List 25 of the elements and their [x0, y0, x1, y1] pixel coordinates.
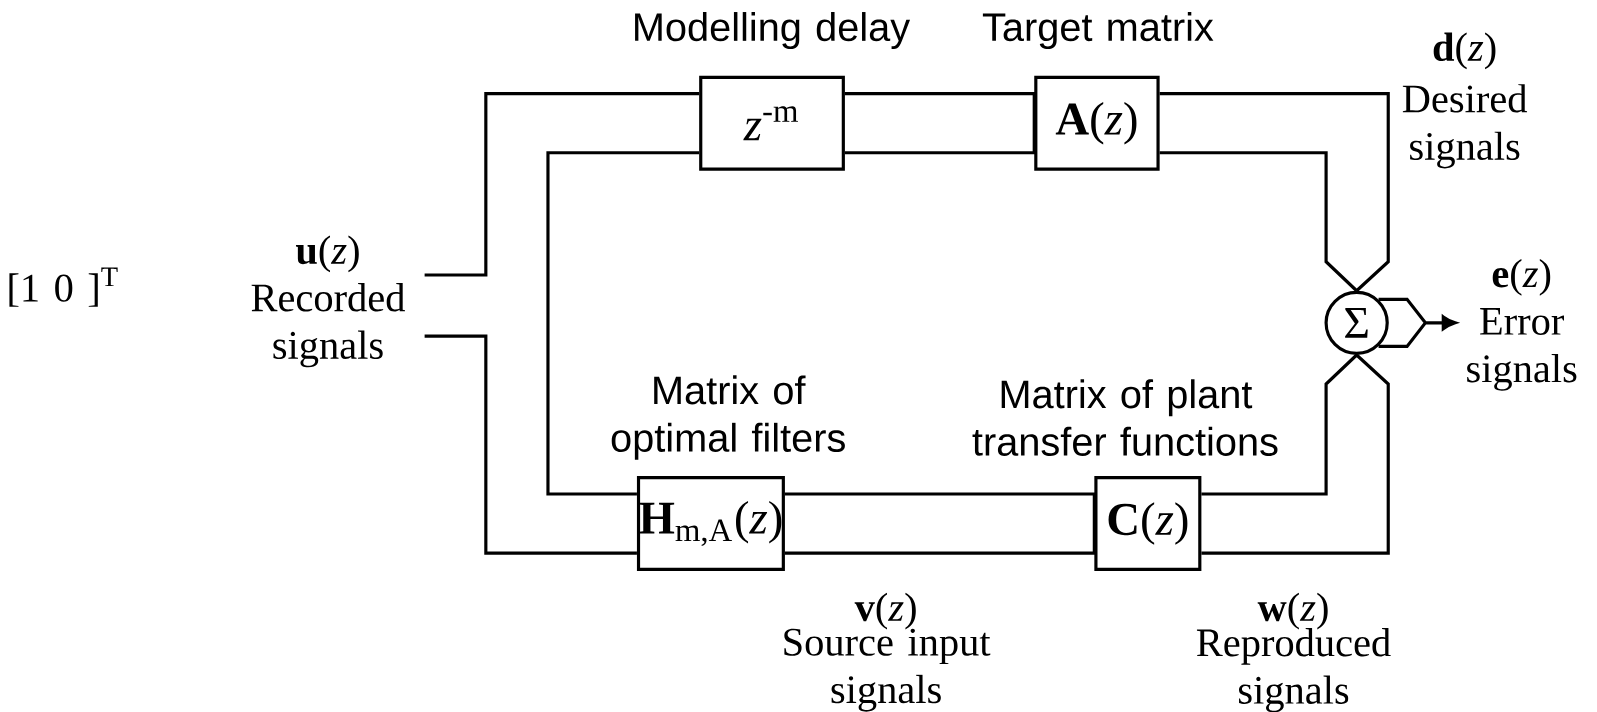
signal-arrow	[1377, 297, 1457, 348]
signal-bus	[546, 151, 700, 496]
signal-label: [1 0 ]$^{T}$	[9, 267, 118, 307]
block-box: C(z)	[1094, 476, 1202, 571]
signal-label: d(z)	[1433, 32, 1496, 70]
signal-label: Reproduced signals	[1196, 628, 1391, 712]
signal-label: v(z)	[854, 592, 916, 630]
block-box: z$^{-m}$	[699, 75, 845, 171]
signal-label: e(z) Error signals	[1467, 259, 1577, 391]
block-caption: Modelling delay	[635, 12, 911, 50]
block-caption: Matrix of plant transfer functions	[972, 379, 1278, 456]
signal-bus	[424, 334, 637, 555]
block-box: H$_{m,A}$(z)	[636, 476, 785, 571]
signal-label: Source input signals	[784, 628, 991, 712]
summing-junction: Σ	[1324, 290, 1389, 356]
signal-label: Desired signals	[1402, 84, 1528, 169]
signal-bus	[783, 492, 1096, 555]
signal-bus	[1158, 92, 1390, 293]
block-box: A(z)	[1034, 75, 1160, 171]
signal-bus	[424, 92, 700, 277]
block-caption: Target matrix	[982, 12, 1214, 50]
signal-bus	[1199, 353, 1390, 555]
signal-bus	[843, 92, 1036, 155]
block-caption: Matrix of optimal filters	[611, 375, 845, 460]
signal-label: u(z) Recorded signals	[251, 235, 405, 368]
